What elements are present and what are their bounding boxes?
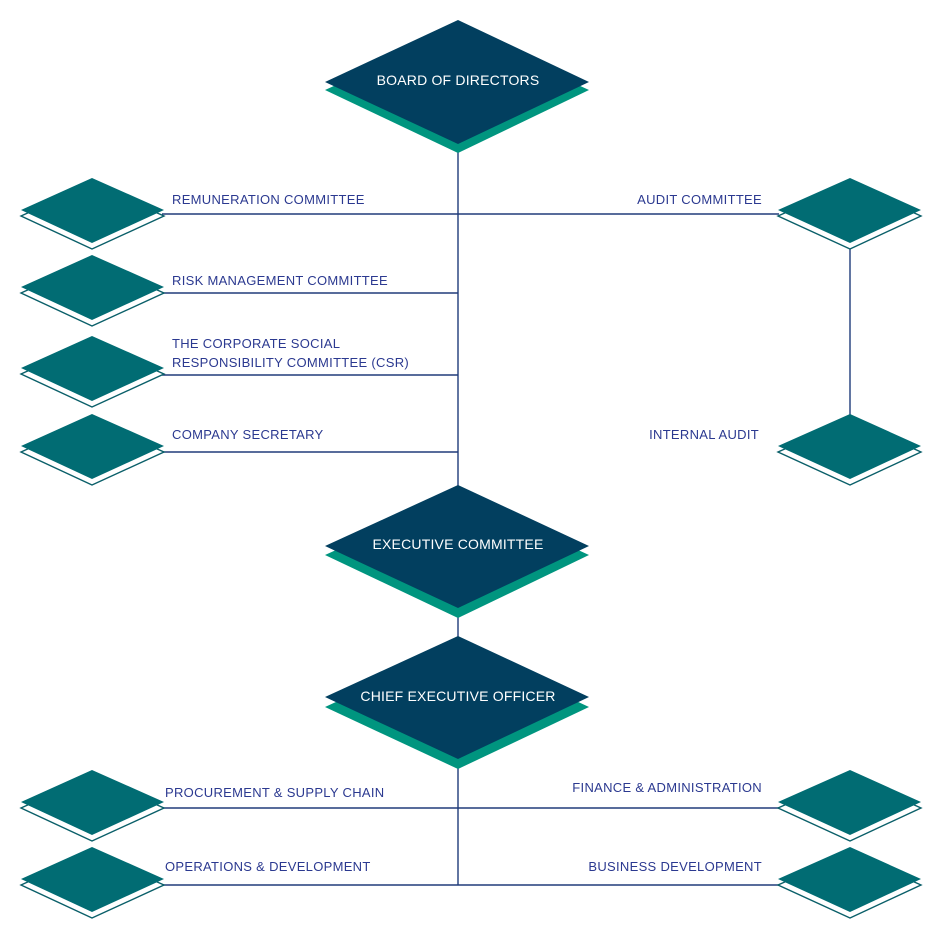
risk-label: RISK MANAGEMENT COMMITTEE [172, 273, 388, 288]
internal-audit-diamond [778, 414, 921, 479]
risk-diamond [21, 255, 164, 320]
procurement-label: PROCUREMENT & SUPPLY CHAIN [165, 785, 384, 800]
procurement-node [19, 770, 166, 842]
ceo-node: CHIEF EXECUTIVE OFFICER [325, 636, 589, 769]
board-diamond [325, 20, 589, 144]
business-label: BUSINESS DEVELOPMENT [588, 859, 762, 874]
business-diamond [778, 847, 921, 912]
ceo-diamond [325, 636, 589, 759]
secretary-node [19, 414, 166, 486]
risk-node [19, 255, 166, 327]
operations-diamond [21, 847, 164, 912]
finance-node [776, 770, 923, 842]
csr-diamond [21, 336, 164, 401]
csr-label-line2: RESPONSIBILITY COMMITTEE (CSR) [172, 355, 409, 370]
business-node [776, 847, 923, 919]
procurement-diamond [21, 770, 164, 835]
audit-committee-diamond [778, 178, 921, 243]
csr-label-line1: THE CORPORATE SOCIAL [172, 336, 340, 351]
executive-label: EXECUTIVE COMMITTEE [372, 536, 543, 552]
connector-lines [162, 150, 851, 886]
remuneration-diamond [21, 178, 164, 243]
executive-diamond [325, 485, 589, 608]
secretary-diamond [21, 414, 164, 479]
executive-node: EXECUTIVE COMMITTEE [325, 485, 589, 618]
audit-committee-label: AUDIT COMMITTEE [637, 192, 762, 207]
ceo-label: CHIEF EXECUTIVE OFFICER [360, 688, 555, 704]
csr-node [19, 336, 166, 408]
remuneration-label: REMUNERATION COMMITTEE [172, 192, 365, 207]
operations-label: OPERATIONS & DEVELOPMENT [165, 859, 371, 874]
internal-audit-node [776, 414, 923, 486]
operations-node [19, 847, 166, 919]
finance-label: FINANCE & ADMINISTRATION [572, 780, 762, 795]
audit-committee-node [776, 178, 923, 250]
secretary-label: COMPANY SECRETARY [172, 427, 324, 442]
board-label: BOARD OF DIRECTORS [377, 72, 540, 88]
board-node: BOARD OF DIRECTORS [325, 20, 589, 153]
internal-audit-label: INTERNAL AUDIT [649, 427, 759, 442]
finance-diamond [778, 770, 921, 835]
remuneration-node [19, 178, 166, 250]
